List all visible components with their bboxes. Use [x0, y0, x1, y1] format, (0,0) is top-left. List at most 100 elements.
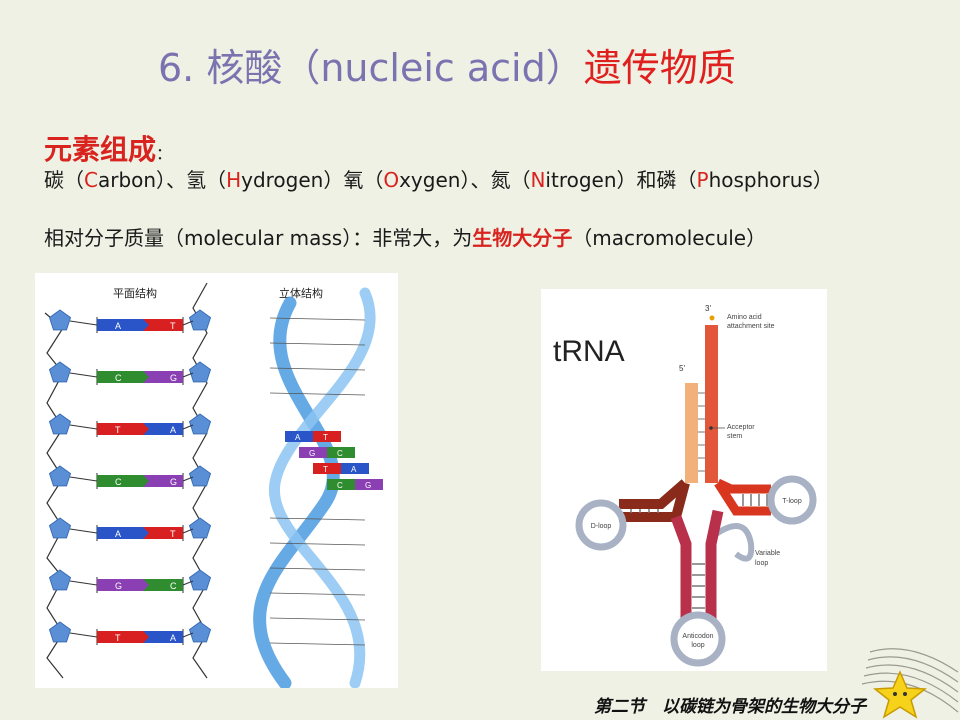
base-G	[143, 475, 183, 487]
slide-title: 6. 核酸（nucleic acid）遗传物质	[158, 44, 736, 92]
base-letter-T: T	[170, 321, 176, 331]
base-letter-C: C	[115, 373, 122, 383]
base-letter-T: T	[115, 633, 121, 643]
element-rest: xygen）、	[399, 168, 491, 192]
element-rest: itrogen）和	[545, 168, 657, 192]
helix-base-letter-T: T	[323, 465, 328, 474]
element-prefix: 磷（	[656, 168, 697, 192]
five-prime-label: 5'	[679, 364, 685, 373]
base-A	[143, 631, 183, 643]
bond-right	[182, 580, 194, 586]
amino-site-dot	[709, 315, 715, 321]
element-rest: ydrogen）	[241, 168, 344, 192]
sugar-left	[48, 413, 72, 435]
base-letter-G: G	[170, 373, 177, 383]
base-G	[97, 579, 153, 591]
sugar-right	[188, 569, 212, 591]
sugar-left	[48, 465, 72, 487]
bond-left	[69, 372, 98, 378]
base-A	[97, 319, 153, 331]
helix-rung	[269, 642, 366, 646]
element-rest: arbon）、	[97, 168, 187, 192]
molecular-mass-line: 相对分子质量（molecular mass）：非常大，为生物大分子（macrom…	[44, 222, 766, 251]
anticodon-arm	[670, 509, 724, 619]
helix-base-A	[285, 431, 313, 442]
base-letter-C: C	[115, 477, 122, 487]
mass-highlight: 生物大分子	[472, 226, 573, 250]
bond-left	[69, 528, 98, 534]
sugar-left	[48, 309, 72, 331]
base-letter-G: G	[170, 477, 177, 487]
helix-base-letter-A: A	[351, 465, 357, 474]
helix-base-C	[327, 479, 355, 490]
base-G	[143, 371, 183, 383]
base-C	[143, 579, 183, 591]
element-symbol: P	[696, 168, 709, 192]
element-item: 氮（Nitrogen）和	[490, 168, 656, 192]
helix-base-letter-C: C	[337, 449, 343, 458]
base-letter-G: G	[115, 581, 122, 591]
bond-right	[182, 372, 194, 378]
title-prefix: 6. 核酸（nucleic acid）	[158, 46, 584, 90]
base-letter-A: A	[170, 425, 176, 435]
element-prefix: 氧（	[343, 168, 384, 192]
bond-right	[182, 476, 194, 482]
bond-left	[69, 632, 98, 638]
bond-right	[182, 632, 194, 638]
mass-text: 相对分子质量（molecular mass）：非常大，为	[44, 226, 473, 250]
helix-rung	[269, 567, 366, 571]
bond-left	[69, 320, 98, 326]
variable-loop	[714, 523, 755, 562]
helix-rung	[269, 342, 366, 346]
helix-strand-1	[253, 296, 340, 690]
sugar-left	[48, 361, 72, 383]
helix-base-G	[299, 447, 327, 458]
footer-section-title: 第二节 以碳链为骨架的生物大分子	[594, 697, 866, 717]
acceptor-strand-3prime	[705, 325, 718, 483]
bond-right	[182, 424, 194, 430]
composition-heading-colon: ：	[156, 144, 173, 163]
d-loop	[575, 499, 627, 551]
base-A	[143, 423, 183, 435]
sugar-right	[188, 309, 212, 331]
helix-rung	[269, 317, 366, 321]
base-T	[143, 319, 183, 331]
element-symbol: N	[530, 168, 546, 192]
bond-left	[69, 476, 98, 482]
star-decoration-icon	[861, 648, 959, 719]
sugar-left	[48, 569, 72, 591]
composition-heading: 元素组成：	[44, 128, 172, 168]
bond-left	[69, 424, 98, 430]
three-prime-label: 3'	[705, 304, 711, 313]
base-T	[143, 527, 183, 539]
anticodon-label-1: Anticodon	[682, 633, 713, 640]
acceptor-label-2: stem	[727, 433, 742, 440]
sugar-left	[48, 621, 72, 643]
element-symbol: C	[84, 168, 98, 192]
helix-base-letter-A: A	[295, 433, 301, 442]
trna-title: tRNA	[553, 335, 625, 368]
label-3d-structure: 立体结构	[279, 286, 323, 300]
base-letter-T: T	[115, 425, 121, 435]
element-prefix: 氢（	[186, 168, 227, 192]
helix-rung	[269, 367, 366, 371]
element-symbol: H	[226, 168, 242, 192]
element-item: 碳（Carbon）、	[44, 168, 186, 192]
element-item: 磷（Phosphorus）	[657, 168, 833, 192]
element-item: 氢（Hydrogen）	[186, 168, 343, 192]
element-prefix: 氮（	[490, 168, 531, 192]
sugar-left	[48, 517, 72, 539]
helix-base-letter-T: T	[323, 433, 328, 442]
helix-strand-2	[269, 287, 376, 689]
base-T	[97, 423, 153, 435]
helix-rung	[269, 542, 366, 546]
variable-label-2: loop	[755, 560, 768, 567]
helix-base-letter-G: G	[309, 449, 315, 458]
element-item: 氧（Oxygen）、	[343, 168, 490, 192]
acceptor-dot	[709, 426, 713, 430]
helix-base-letter-C: C	[337, 481, 343, 490]
helix-base-T	[313, 431, 341, 442]
acceptor-label-1: Acceptor	[727, 424, 755, 431]
